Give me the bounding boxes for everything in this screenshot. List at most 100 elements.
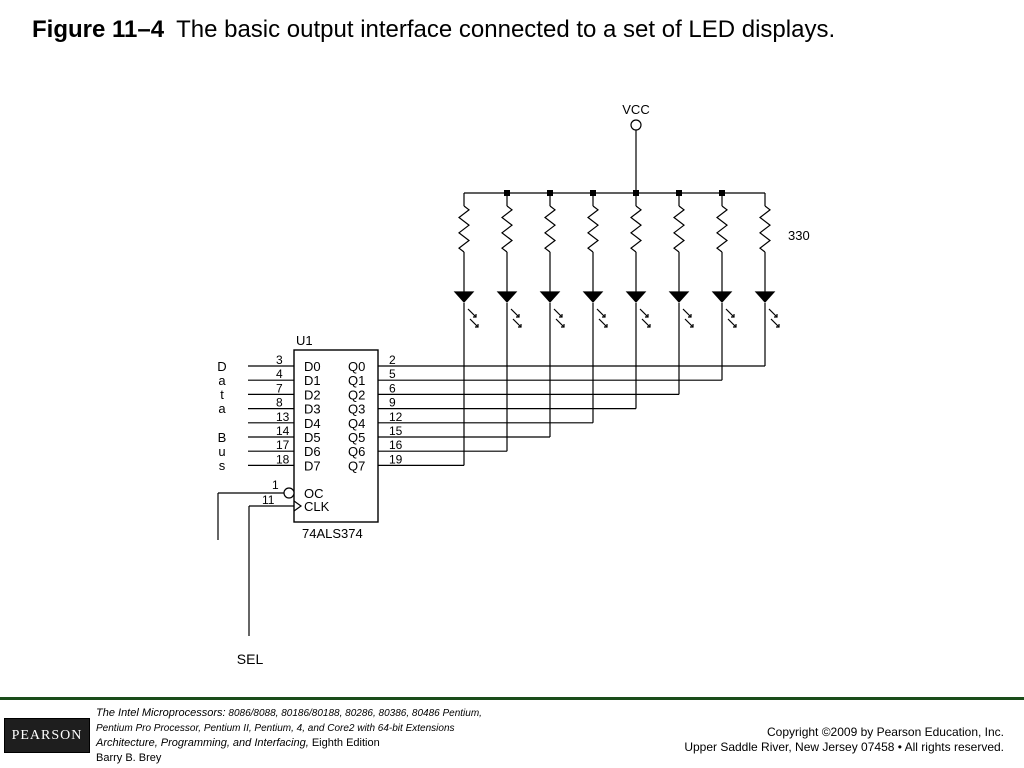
led-diode <box>711 291 733 303</box>
resistor-330 <box>587 205 599 253</box>
led-light-arrowhead <box>473 314 477 318</box>
led-light-arrow <box>553 308 563 318</box>
led-light-arrowhead <box>731 314 735 318</box>
labels: U174ALS374D03D14D27D38D413D514D617D718Da… <box>217 102 809 667</box>
output-pin-number: 19 <box>389 452 403 466</box>
clk-pin-number: 11 <box>262 493 275 507</box>
led-light-arrowhead <box>774 314 778 318</box>
copyright-line-1: Copyright ©2009 by Pearson Education, In… <box>767 725 1004 739</box>
clk-edge-marker <box>293 500 303 512</box>
input-pin-name: D5 <box>304 430 321 445</box>
led-light-arrow <box>639 308 649 318</box>
data-bus-letter: s <box>219 458 226 473</box>
led-light-arrowhead <box>604 324 608 328</box>
led-light-arrowhead <box>647 324 651 328</box>
led-light-arrow <box>512 318 522 328</box>
led-diode <box>496 291 518 303</box>
led-light-arrowhead <box>690 324 694 328</box>
led-light-arrow <box>725 308 735 318</box>
led-light-arrowhead <box>561 324 565 328</box>
led-diode <box>582 291 604 303</box>
resistor-value-label: 330 <box>788 228 810 243</box>
input-pin-name: D0 <box>304 359 321 374</box>
copyright-notice: Copyright ©2009 by Pearson Education, In… <box>684 725 1004 755</box>
figure-caption: The basic output interface connected to … <box>176 16 836 43</box>
data-bus-letter: t <box>220 387 224 402</box>
input-pin-number: 17 <box>276 438 290 452</box>
book-edition: Eighth Edition <box>308 737 380 749</box>
led-light-arrowhead <box>602 314 606 318</box>
output-pin-number: 2 <box>389 353 396 367</box>
resistor-330 <box>458 205 470 253</box>
output-pin-number: 6 <box>389 381 396 395</box>
clk-pin-name: CLK <box>304 499 330 514</box>
output-pin-name: Q2 <box>348 387 365 402</box>
led-interface-schematic: U174ALS374D03D14D27D38D413D514D617D718Da… <box>217 102 809 667</box>
led-light-arrowhead <box>776 324 780 328</box>
rail-junction-dot <box>590 190 596 196</box>
output-pin-number: 5 <box>389 367 396 381</box>
pearson-logo: PEARSON <box>4 718 90 753</box>
footer-divider <box>0 697 1024 700</box>
led-light-arrowhead <box>645 314 649 318</box>
resistor-330 <box>544 205 556 253</box>
vcc-label: VCC <box>622 102 649 117</box>
book-title-line1-rest: 8086/8088, 80186/80188, 80286, 80386, 80… <box>225 708 482 719</box>
chip-part-label: 74ALS374 <box>302 526 363 541</box>
components <box>283 119 780 523</box>
data-bus-letter: a <box>218 401 226 416</box>
output-pin-number: 15 <box>389 424 403 438</box>
book-title: The Intel Microprocessors: <box>96 707 226 719</box>
led-light-arrow <box>596 308 606 318</box>
led-light-arrow <box>555 318 565 328</box>
rail-junction-dot <box>719 190 725 196</box>
led-light-arrow <box>770 318 780 328</box>
output-pin-name: Q3 <box>348 402 365 417</box>
chip-u1-body <box>293 349 379 523</box>
chip-ref-label: U1 <box>296 333 313 348</box>
led-diode <box>453 291 475 303</box>
book-citation: The Intel Microprocessors: 8086/8088, 80… <box>96 706 482 766</box>
output-pin-number: 12 <box>389 410 403 424</box>
oc-inversion-bubble <box>283 487 295 499</box>
output-pin-name: Q5 <box>348 430 365 445</box>
input-pin-name: D2 <box>304 387 321 402</box>
output-pin-number: 9 <box>389 396 396 410</box>
output-pin-name: Q1 <box>348 373 365 388</box>
led-light-arrow <box>684 318 694 328</box>
output-pin-name: Q6 <box>348 444 365 459</box>
led-light-arrowhead <box>733 324 737 328</box>
figure-title: Figure 11–4 The basic output interface co… <box>32 16 835 44</box>
input-pin-name: D6 <box>304 444 321 459</box>
led-light-arrow <box>598 318 608 328</box>
input-pin-number: 8 <box>276 396 283 410</box>
led-light-arrowhead <box>516 314 520 318</box>
resistor-330 <box>673 205 685 253</box>
input-pin-name: D1 <box>304 373 321 388</box>
oc-pin-name: OC <box>304 486 324 501</box>
data-bus-letter: D <box>217 359 226 374</box>
led-light-arrow <box>467 308 477 318</box>
led-light-arrow <box>727 318 737 328</box>
book-title-line2: Pentium Pro Processor, Pentium II, Penti… <box>96 723 455 734</box>
resistor-330 <box>501 205 513 253</box>
led-light-arrow <box>641 318 651 328</box>
wiring <box>217 130 766 636</box>
figure-label: Figure 11–4 <box>32 16 165 43</box>
output-pin-name: Q4 <box>348 416 365 431</box>
output-pin-name: Q7 <box>348 458 365 473</box>
oc-pin-number: 1 <box>272 478 279 492</box>
vcc-terminal <box>630 119 642 131</box>
led-light-arrowhead <box>688 314 692 318</box>
led-light-arrow <box>510 308 520 318</box>
input-pin-name: D4 <box>304 416 321 431</box>
rail-junction-dot <box>633 190 639 196</box>
led-diode <box>539 291 561 303</box>
rail-junction-dot <box>676 190 682 196</box>
input-pin-number: 18 <box>276 452 290 466</box>
resistor-330 <box>759 205 771 253</box>
input-pin-number: 4 <box>276 367 283 381</box>
led-light-arrowhead <box>518 324 522 328</box>
input-pin-number: 7 <box>276 381 283 395</box>
output-pin-number: 16 <box>389 438 403 452</box>
